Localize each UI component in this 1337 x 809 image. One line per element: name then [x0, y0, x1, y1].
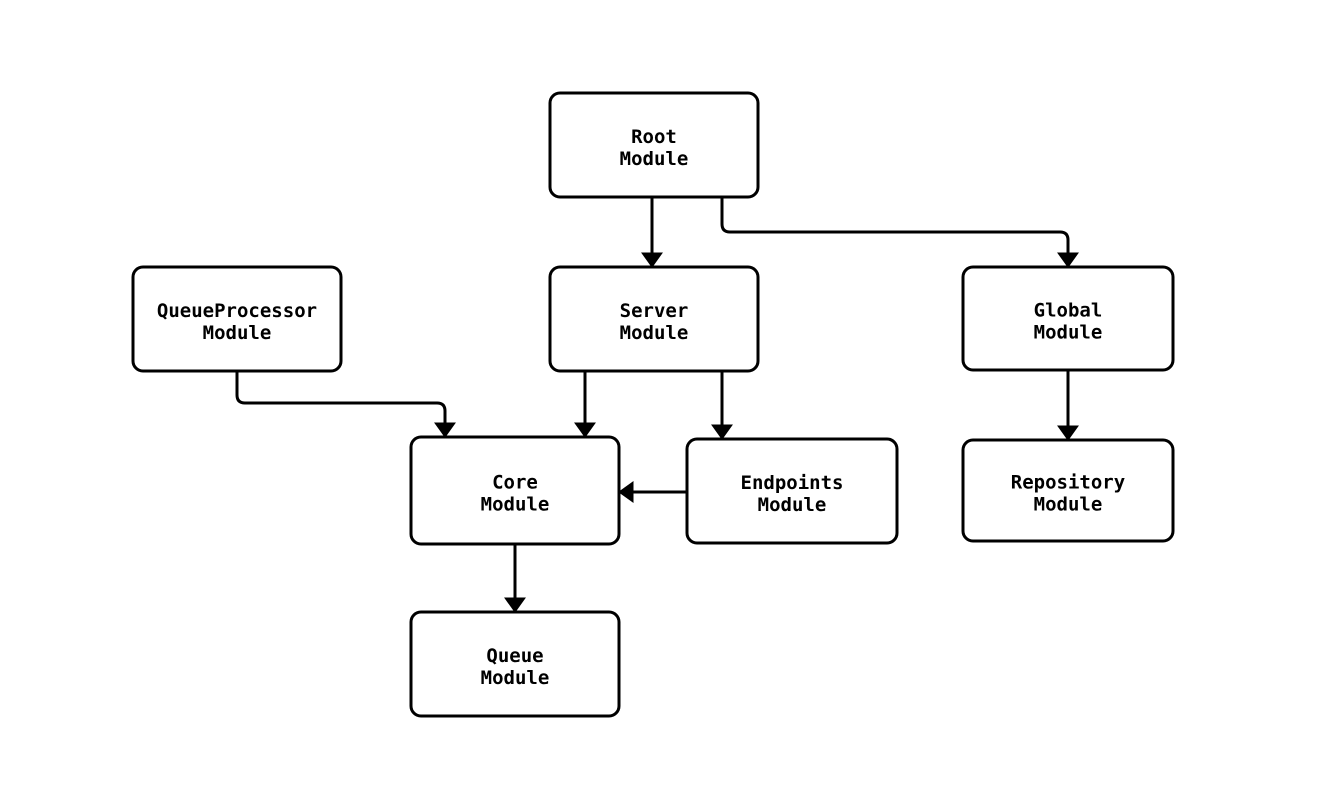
edge-line — [235, 371, 447, 423]
node-box — [685, 437, 899, 545]
arrowhead-icon — [1057, 425, 1079, 441]
node-label-line: Queue — [486, 645, 543, 667]
node-label-line: Root — [631, 126, 677, 148]
edge-global-to-repository — [1057, 370, 1079, 441]
arrowhead-icon — [641, 252, 663, 268]
node-label-line: Core — [492, 472, 538, 494]
edge-server-to-endpoints — [711, 371, 733, 440]
node-label-line: Module — [620, 148, 689, 170]
node-label-line: Repository — [1011, 472, 1125, 494]
node-box — [548, 265, 760, 373]
node-label-line: Module — [620, 322, 689, 344]
node-label-line: Module — [203, 322, 272, 344]
node-label-line: Global — [1034, 300, 1103, 322]
node-label-line: Server — [620, 300, 689, 322]
arrowhead-icon — [618, 481, 634, 503]
arrowhead-icon — [711, 424, 733, 440]
arrowhead-icon — [1057, 252, 1079, 268]
node-label-line: Module — [481, 667, 550, 689]
edge-core-to-queue — [504, 544, 526, 613]
arrowhead-icon — [574, 422, 596, 438]
node-label-line: QueueProcessor — [157, 300, 317, 322]
node-label-line: Module — [1034, 322, 1103, 344]
node-box — [131, 265, 343, 373]
node-label-line: Module — [481, 494, 550, 516]
node-box — [548, 91, 760, 199]
node-box — [961, 265, 1175, 372]
edge-line — [720, 197, 1070, 253]
edge-root-to-global — [720, 197, 1079, 268]
edge-server-to-core — [574, 371, 596, 438]
node-label-line: Endpoints — [741, 472, 844, 494]
arrowhead-icon — [504, 597, 526, 613]
node-box — [961, 438, 1175, 543]
edge-root-to-server — [641, 197, 663, 268]
arrowhead-icon — [434, 422, 456, 438]
node-box — [409, 610, 621, 718]
node-label-line: Module — [758, 494, 827, 516]
node-label-line: Module — [1034, 494, 1103, 516]
edge-queueprocessor-to-core — [235, 371, 456, 438]
node-box — [409, 435, 621, 546]
edge-endpoints-to-core — [618, 481, 687, 503]
